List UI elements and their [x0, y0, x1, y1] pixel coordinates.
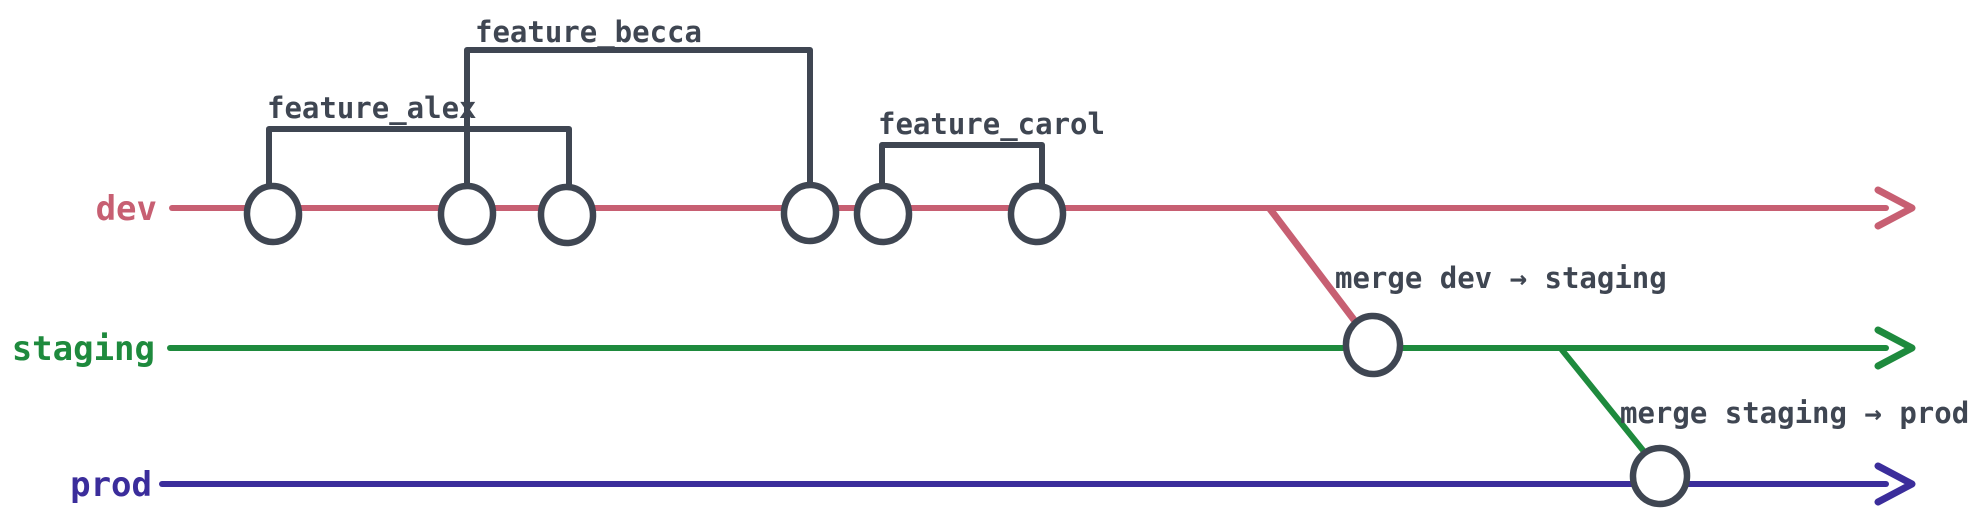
dev-branch-label: dev [96, 189, 157, 229]
commit-node-dev-6 [1007, 182, 1067, 246]
merge-dev-staging-label: merge dev → staging [1335, 261, 1667, 295]
staging-branch-label: staging [12, 329, 155, 369]
merge-edge-dev-to-staging [1266, 205, 1368, 337]
prod-arrowhead-icon [1874, 462, 1916, 506]
merge-staging-prod-label: merge staging → prod [1620, 396, 1969, 430]
staging-arrowhead-icon [1874, 326, 1916, 370]
feature-becca-label: feature_becca [475, 15, 702, 49]
commit-node-dev-2 [437, 182, 497, 246]
feature-alex-label: feature_alex [267, 91, 477, 125]
feature-carol-bracket [879, 142, 1045, 191]
commit-node-dev-3 [537, 183, 597, 247]
feature-brackets [266, 47, 1045, 191]
commit-node-dev-5 [853, 182, 913, 246]
merge-commit-node-prod [1629, 444, 1691, 508]
prod-branch [159, 462, 1916, 506]
feature-alex-bracket [266, 126, 572, 191]
feature-carol-label: feature_carol [878, 107, 1105, 141]
merge-commit-node-staging [1342, 312, 1404, 378]
commit-node-dev-1 [243, 182, 303, 246]
prod-branch-label: prod [70, 465, 152, 505]
dev-arrowhead-icon [1874, 186, 1916, 230]
commit-nodes [243, 181, 1691, 508]
merge-edge-staging-to-prod [1559, 347, 1649, 457]
feature-becca-bracket [464, 47, 813, 191]
commit-node-dev-4 [780, 181, 840, 245]
staging-branch [167, 326, 1916, 370]
